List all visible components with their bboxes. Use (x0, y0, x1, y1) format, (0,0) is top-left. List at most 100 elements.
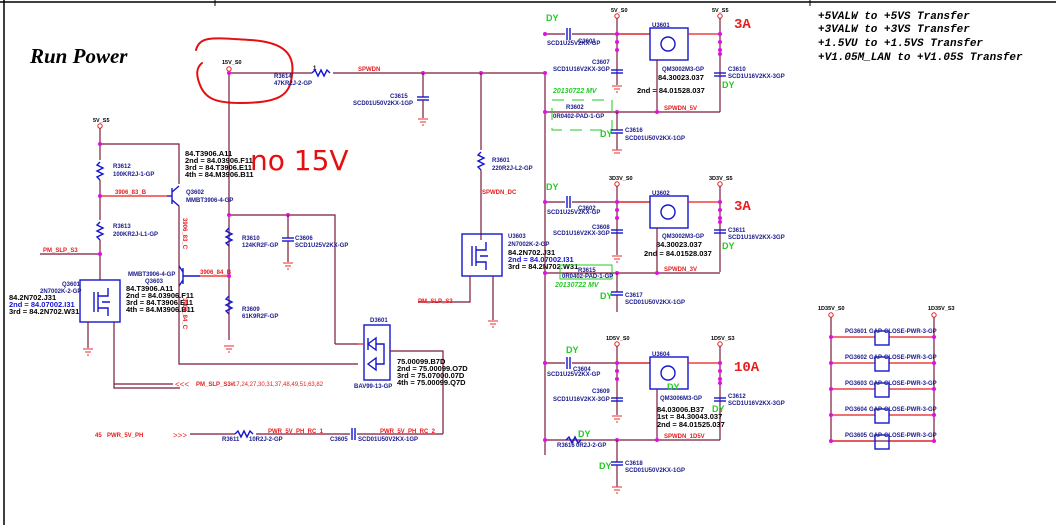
junction (932, 387, 936, 391)
alt-part: 84.2N702.J31 (508, 248, 555, 257)
dy-label: DY (546, 182, 559, 192)
page-refs: 17,24,27,30,31,37,48,49,51,63,82 (233, 382, 324, 388)
ref-c3606: C3606 (295, 236, 313, 242)
value-u3602: QM3002M3-GP (662, 234, 704, 240)
net-label: 3906_83_C (181, 218, 187, 250)
value-r3615: 0R0402-PAD-1-GP (562, 274, 613, 280)
pin-number: 1 (313, 66, 317, 72)
rail-label: 5V_S0 (611, 8, 628, 14)
rail-label: 3D3V_S5 (709, 176, 733, 182)
gap-close-pad-icon (874, 434, 890, 450)
dy-outline (559, 264, 613, 280)
junction (932, 361, 936, 365)
ref-r3612: R3612 (113, 164, 131, 170)
net-label: 3906_84_C (181, 298, 187, 330)
value-c3601: SCD1U25V2KX-GP (547, 41, 600, 47)
power-port-icon (97, 123, 103, 129)
value-pg: GAP-CLOSE-PWR-3-GP (869, 433, 937, 439)
value-c3605: SCD01U50V2KX-1GP (358, 437, 418, 443)
resistor-r3612-icon (95, 161, 105, 181)
mosfet-u3602-icon (649, 195, 689, 229)
net-label: SPWDN_DC (482, 190, 517, 196)
value-c3615: SCD01U50V2KX-1GP (353, 101, 413, 107)
ref-u3602: U3602 (652, 191, 670, 197)
dy-label: DY (667, 382, 680, 392)
rail-label: 1D35V_S3 (928, 306, 955, 312)
alt-part: 84.T3906.A11 (126, 284, 173, 293)
offpage-connector-icon[interactable]: >>> (173, 431, 187, 440)
resistor-r3610-icon (224, 227, 234, 247)
gap-close-pad-icon (874, 330, 890, 346)
mv-label: 20130722 MV (552, 88, 598, 95)
junction (932, 413, 936, 417)
rail-label: 1D5V_S3 (711, 336, 735, 342)
value-r3601: 220R2J-L2-GP (492, 166, 533, 172)
alt-part: 2nd = 84.01525.037 (657, 420, 725, 429)
junction (932, 335, 936, 339)
transfer-note: +5VALW to +5VS Transfer (818, 11, 970, 23)
ref-r3602: R3602 (566, 105, 584, 111)
rail-label: 1D35V_S0 (818, 306, 845, 312)
value-r3616: 0R2J-2-GP (576, 443, 606, 449)
dy-label: DY (722, 80, 735, 90)
ref-r3609: R3609 (242, 307, 260, 313)
power-port-icon (614, 13, 620, 19)
resistor-r3613-icon (95, 221, 105, 241)
resistor-r3616-icon (565, 435, 582, 445)
ref-c3605: C3605 (330, 437, 348, 443)
ref-pg: PG3605 (845, 433, 868, 439)
rail-label: 5V_S5 (93, 118, 110, 124)
value-r3609: 61K9R2F-GP (242, 314, 278, 320)
mosfet-u3603-icon (461, 233, 503, 277)
transfer-notes: +5VALW to +5VS Transfer +3VALW to +3VS T… (818, 11, 1023, 64)
dy-outline (551, 99, 613, 131)
value-c3606: SCD1U25V2KX-GP (295, 243, 348, 249)
ref-c3602: C3602 (578, 206, 596, 212)
resistor-r3611-icon (234, 429, 254, 439)
net-label: SPWDN (358, 67, 380, 73)
alt-part: 84.30023.037 (656, 240, 702, 249)
switch-block-5v: DY C3601 SCD1U25V2KX-GP 5V_S0 C3607 SCD1… (543, 8, 785, 154)
junction (829, 413, 833, 417)
gap-close-pad-icon (874, 356, 890, 372)
mosfet-u3604-icon (649, 356, 689, 390)
net-label: PWR_5V_PH (107, 433, 143, 439)
alt-part: 75.00099.B7D (397, 357, 446, 366)
junction (829, 361, 833, 365)
wire (229, 214, 336, 344)
alt-part: 3rd = 75.07000.07D (397, 371, 465, 380)
power-port-icon (717, 341, 723, 347)
ref-u3601: U3601 (652, 23, 670, 29)
net-label: SPWDN_3V (664, 267, 697, 273)
resistor-r3609-icon (224, 295, 234, 315)
switch-block-1d5v: DY C3604 SCD1U25V2KX-GP 1D5V_S0 C3609 SC… (543, 336, 785, 494)
value-c3618: SCD01U50V2KX-1GP (625, 468, 685, 474)
ref-pg: PG3604 (845, 407, 868, 413)
ref-pg: PG3601 (845, 329, 868, 335)
value-u3603: 2N7002K-2-GP (508, 242, 549, 248)
alt-part: 84.30023.037 (658, 73, 704, 82)
ref-r3615: R3615 (578, 268, 596, 274)
diode-d3601-icon (363, 324, 391, 381)
ref-r3616: R3616 (557, 443, 575, 449)
value-r3611: 10R2J-2-GP (249, 437, 283, 443)
mosfet-u3603-glyph (471, 242, 488, 270)
alt-part: 2nd = 84.07002.I31 (508, 255, 574, 264)
ref-pg: PG3603 (845, 381, 868, 387)
value-pg: GAP-CLOSE-PWR-3-GP (869, 329, 937, 335)
offpage-connector-icon[interactable]: <<< (175, 380, 189, 389)
value-d3601: BAV99-13-GP (354, 384, 392, 390)
value-pg: GAP-CLOSE-PWR-3-GP (869, 355, 937, 361)
ref-c3607: C3607 (592, 60, 610, 66)
mosfet-q3601-glyph (93, 288, 110, 316)
dy-label: DY (600, 129, 613, 139)
gap-close-pad-icon (874, 408, 890, 424)
dy-label: DY (546, 13, 559, 23)
net-label: SPWDN_1D5V (664, 434, 705, 440)
alt-part: 4th = 84.M3906.B11 (126, 305, 195, 314)
power-port-icon (717, 13, 723, 19)
ref-q3602: Q3602 (186, 190, 205, 196)
ref-q3601: Q3601 (62, 282, 81, 288)
ref-c3612: C3612 (728, 394, 746, 400)
